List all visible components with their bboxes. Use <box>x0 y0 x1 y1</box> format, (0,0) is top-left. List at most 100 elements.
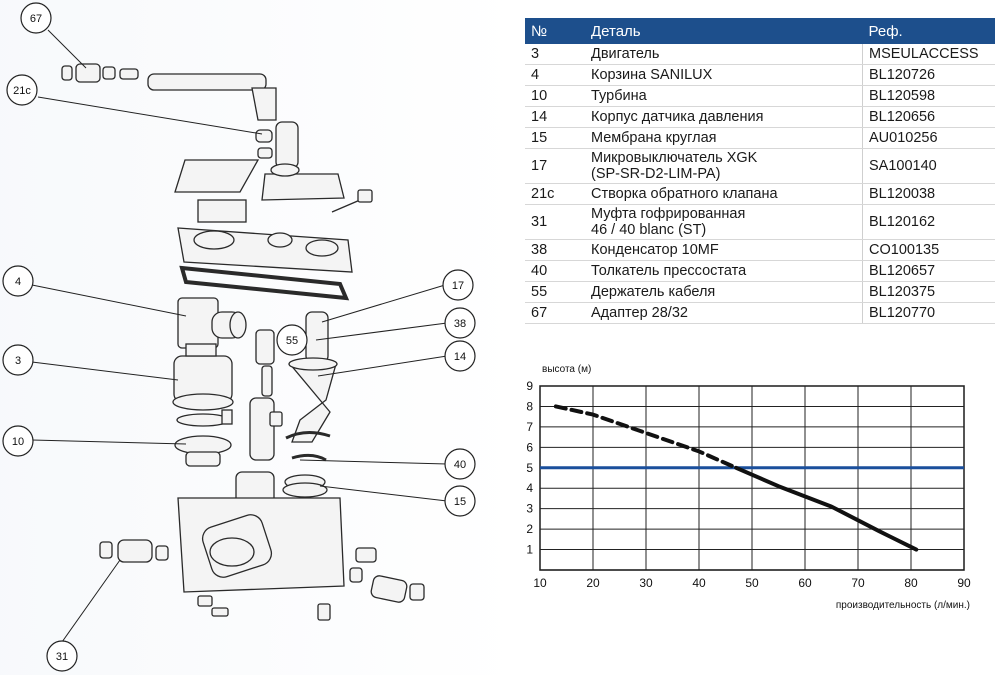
part-ref: BL120598 <box>862 85 995 107</box>
basket-sanilux <box>177 297 247 349</box>
part-ref: CO100135 <box>862 239 995 261</box>
part-number: 21c <box>525 183 585 205</box>
part-ref: MSEULACCESS <box>862 44 995 65</box>
callout-55: 55 <box>276 324 308 356</box>
svg-text:3: 3 <box>15 355 21 367</box>
part-name: Турбина <box>585 85 863 107</box>
corrugated-coupling <box>99 539 425 603</box>
parts-table-header: № Деталь Реф. <box>525 18 995 44</box>
callout-21c: 21c <box>6 74 38 106</box>
x-axis-label: производительность (л/мин.) <box>836 600 970 611</box>
svg-text:4: 4 <box>15 276 21 288</box>
header-part: Деталь <box>585 18 863 44</box>
x-tick-label: 40 <box>692 576 706 590</box>
callout-3: 3 <box>2 344 34 376</box>
part-name-line2: (SP-SR-D2-LIM-PA) <box>591 166 721 182</box>
curve-dashed <box>553 404 739 470</box>
svg-text:14: 14 <box>454 351 466 363</box>
x-tick-label: 80 <box>904 576 918 590</box>
y-tick-label: 2 <box>526 522 533 536</box>
callout-40: 40 <box>444 448 476 480</box>
svg-text:31: 31 <box>56 651 68 663</box>
part-number: 40 <box>525 260 585 282</box>
top-lid <box>174 159 345 201</box>
y-tick-label: 7 <box>526 420 533 434</box>
pressure-switch-assembly <box>249 311 338 462</box>
svg-text:15: 15 <box>454 496 466 508</box>
part-ref: BL120375 <box>862 281 995 303</box>
y-tick-label: 3 <box>526 502 533 516</box>
part-number: 17 <box>525 148 585 184</box>
part-name: Конденсатор 10MF <box>585 239 863 261</box>
part-ref: BL120726 <box>862 64 995 86</box>
svg-text:67: 67 <box>30 13 42 25</box>
callout-15: 15 <box>444 485 476 517</box>
header-number: № <box>525 18 585 44</box>
curve-solid <box>734 465 919 552</box>
part-ref: BL120162 <box>862 204 995 240</box>
part-number: 3 <box>525 44 585 65</box>
part-ref: BL120656 <box>862 106 995 128</box>
part-name-line2: 46 / 40 blanc (ST) <box>591 222 707 238</box>
y-tick-label: 9 <box>526 379 533 393</box>
check-valve-flap <box>255 121 299 169</box>
y-tick-label: 6 <box>526 440 533 454</box>
main-body <box>177 471 377 593</box>
x-tick-label: 70 <box>851 576 865 590</box>
callout-14: 14 <box>444 340 476 372</box>
part-name-line1: Муфта гофрированная <box>591 206 746 222</box>
svg-text:40: 40 <box>454 459 466 471</box>
part-name: Толкатель прессостата <box>585 260 863 282</box>
performance-curves <box>553 404 919 552</box>
y-tick-label: 8 <box>526 399 533 413</box>
turbine <box>174 409 233 467</box>
y-tick-label: 5 <box>526 461 533 475</box>
part-name: Двигатель <box>585 44 863 65</box>
part-number: 10 <box>525 85 585 107</box>
header-ref: Реф. <box>862 18 995 44</box>
part-number: 4 <box>525 64 585 86</box>
y-tick-label: 4 <box>526 481 533 495</box>
y-axis-label: высота (м) <box>542 364 591 375</box>
svg-text:21c: 21c <box>13 85 31 97</box>
part-name: Микровыключатель XGK(SP-SR-D2-LIM-PA) <box>585 148 863 184</box>
part-ref: BL120657 <box>862 260 995 282</box>
mounting-clips <box>197 595 331 621</box>
part-name: Корзина SANILUX <box>585 64 863 86</box>
upper-housing <box>177 199 353 273</box>
part-name-line1: Микровыключатель XGK <box>591 150 758 166</box>
part-ref: BL120038 <box>862 183 995 205</box>
part-ref: BL120770 <box>862 302 995 324</box>
adapter-28-32 <box>61 63 277 121</box>
svg-text:17: 17 <box>452 280 464 292</box>
motor <box>172 343 234 411</box>
round-membrane <box>282 474 328 498</box>
callout-4: 4 <box>2 265 34 297</box>
exploded-parts-diagram: 67 21c 4 3 10 31 17 38 55 14 40 15 <box>0 0 520 675</box>
part-name: Мембрана круглая <box>585 127 863 149</box>
part-ref: AU010256 <box>862 127 995 149</box>
svg-text:55: 55 <box>286 335 298 347</box>
part-name: Корпус датчика давления <box>585 106 863 128</box>
callout-10: 10 <box>2 425 34 457</box>
part-number: 55 <box>525 281 585 303</box>
x-tick-label: 30 <box>639 576 653 590</box>
part-name: Держатель кабеля <box>585 281 863 303</box>
part-name: Створка обратного клапана <box>585 183 863 205</box>
svg-text:38: 38 <box>454 318 466 330</box>
